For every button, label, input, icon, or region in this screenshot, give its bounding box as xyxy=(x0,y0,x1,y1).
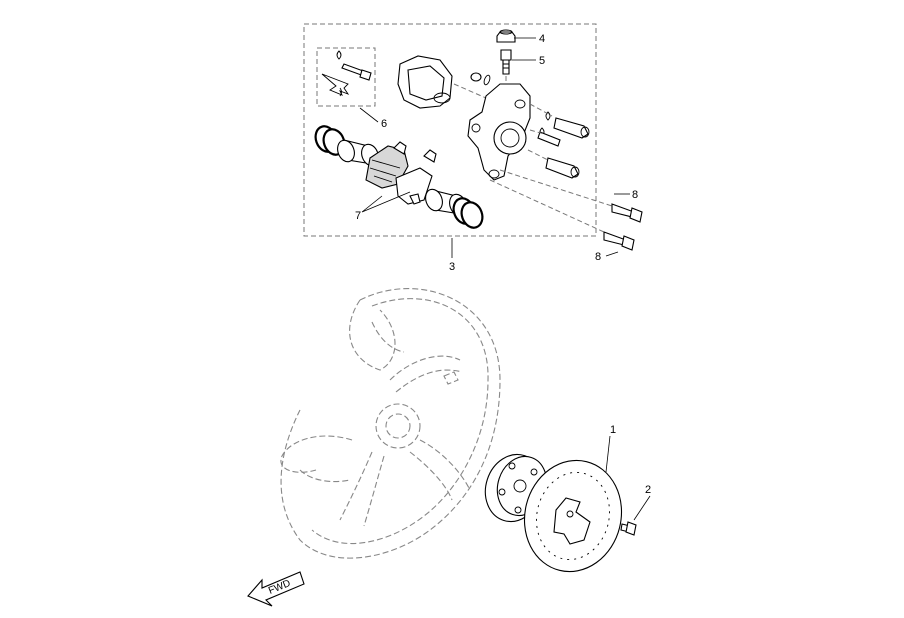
callout-8-lower: 8 xyxy=(595,251,601,263)
slide-pin-lower xyxy=(539,127,580,179)
piston-seal-lower xyxy=(452,197,484,229)
caliper-mount-bolt-lower xyxy=(603,231,635,251)
pad-spring-clip xyxy=(321,73,350,97)
callout-3: 3 xyxy=(449,261,455,273)
forward-direction-arrow: FWD xyxy=(247,571,305,607)
pad-support-kit-box xyxy=(316,47,376,107)
bleed-screw xyxy=(500,49,512,75)
bracket-oring xyxy=(470,72,482,82)
wheel-outline xyxy=(280,288,501,559)
callout-4: 4 xyxy=(539,33,545,45)
callout-2: 2 xyxy=(645,484,651,496)
brake-disc xyxy=(523,459,623,573)
callout-5: 5 xyxy=(539,55,545,67)
disc-bolt xyxy=(620,521,637,536)
caliper-body xyxy=(467,83,531,181)
piston-upper xyxy=(337,139,379,167)
caliper-mount-bolt-upper xyxy=(611,203,643,223)
pad-pin-bolt xyxy=(336,50,372,81)
pin-boot-upper xyxy=(537,131,561,147)
caliper-assembly-group xyxy=(303,23,643,251)
leader-lines xyxy=(359,37,651,521)
callout-7: 7 xyxy=(355,210,361,222)
caliper-bracket xyxy=(397,55,482,109)
small-oring xyxy=(483,74,491,86)
brake-pad-kit xyxy=(365,141,437,205)
bleed-cap xyxy=(496,29,516,43)
valve-stem xyxy=(443,371,459,385)
callout-8-upper: 8 xyxy=(632,189,638,201)
caliper-assembly-box xyxy=(303,23,597,237)
callout-6: 6 xyxy=(381,118,387,130)
slide-pin-upper xyxy=(545,111,590,139)
callout-1: 1 xyxy=(610,424,616,436)
